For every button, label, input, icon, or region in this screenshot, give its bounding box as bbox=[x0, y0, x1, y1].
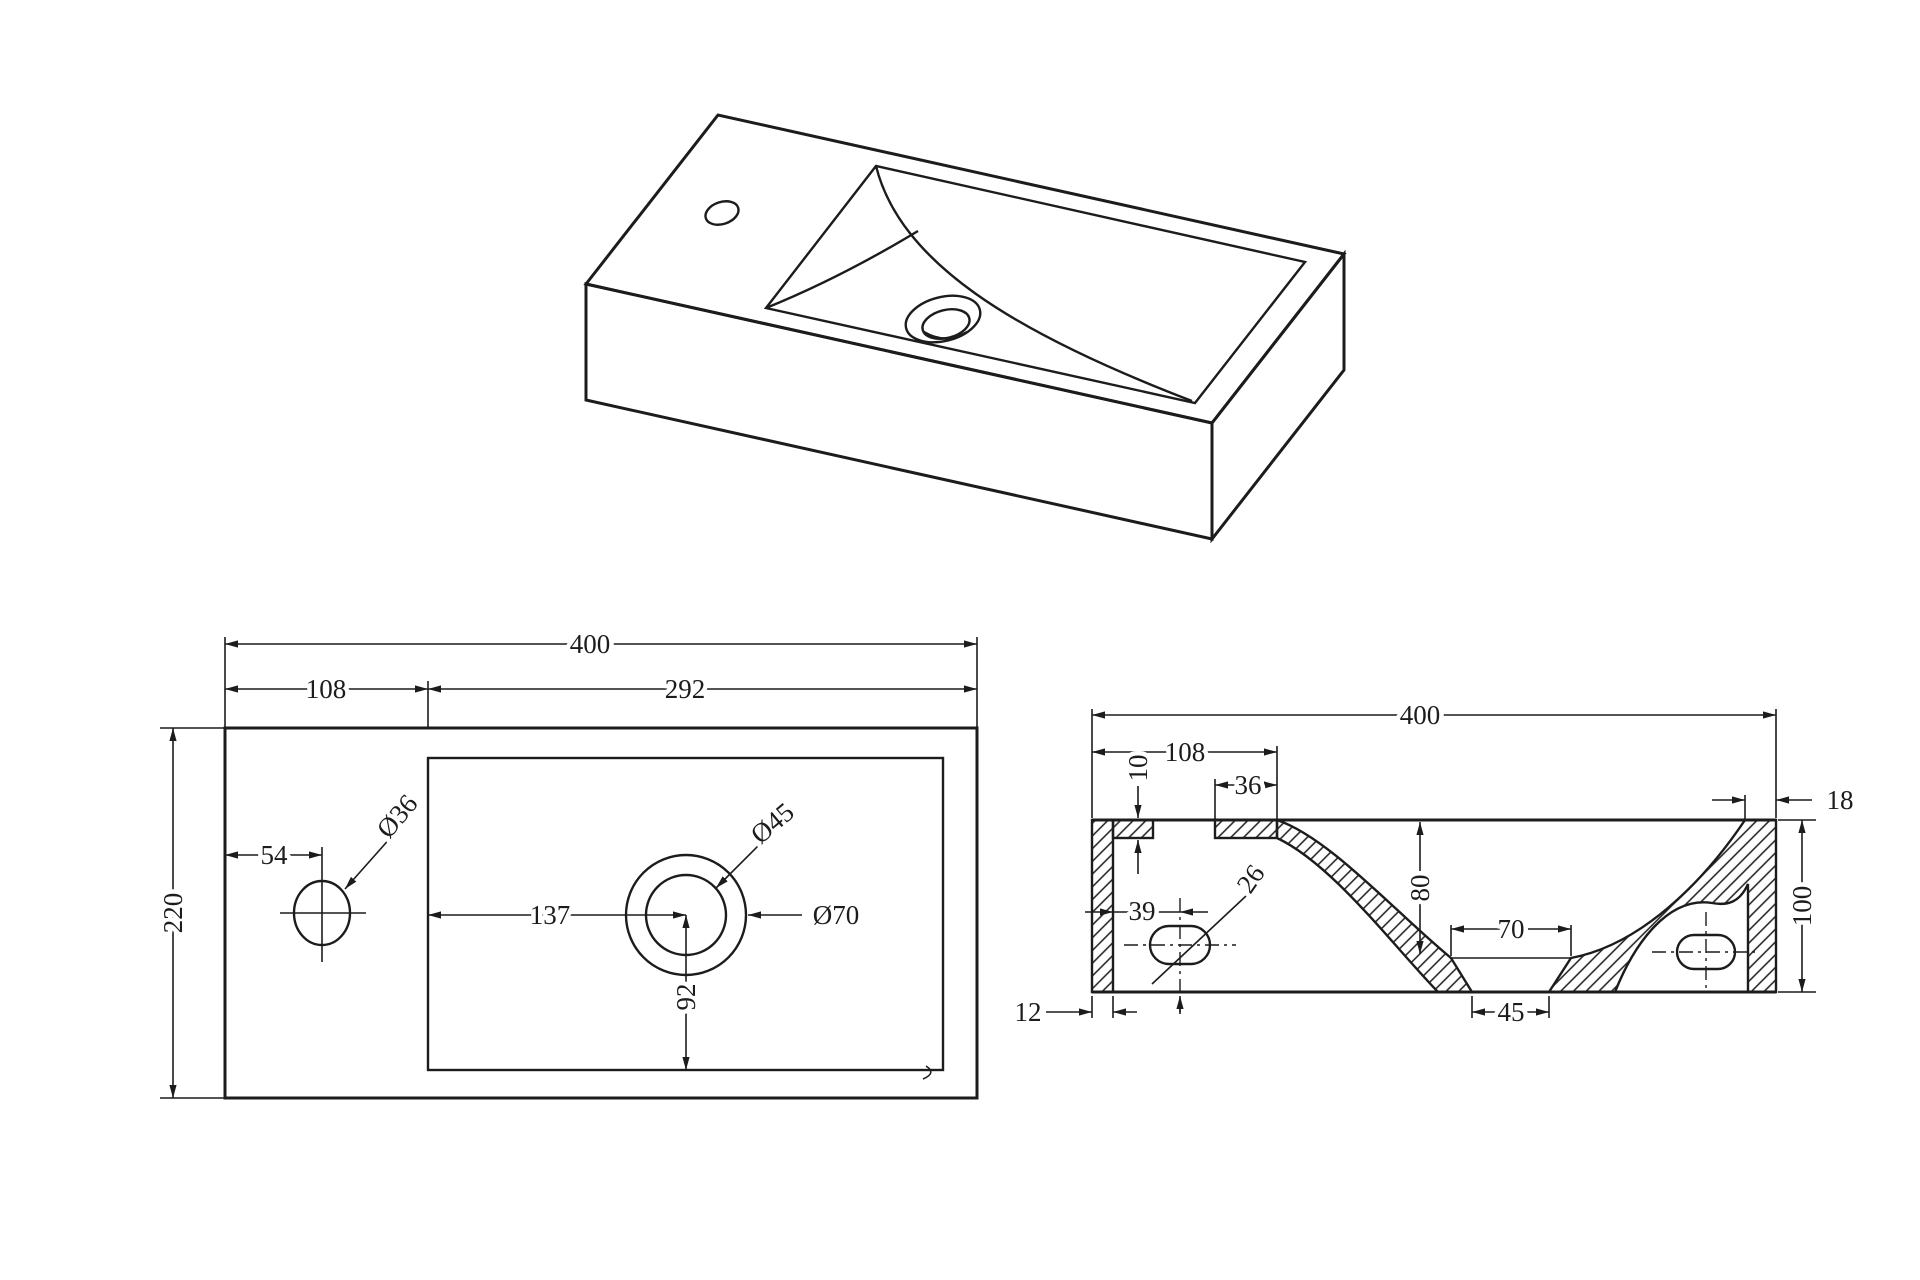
iso-basin-curve bbox=[874, 165, 1193, 403]
section-basin-shell-left bbox=[1275, 818, 1475, 994]
section-dim-overall-height: 100 bbox=[1787, 886, 1817, 927]
plan-dim-faucet-hole-dia: Ø36 bbox=[371, 789, 424, 844]
plan-dim-drain-offset-y: 92 bbox=[671, 984, 701, 1011]
corner-fillet-mark bbox=[922, 1065, 932, 1080]
plan-leader-drain-inner bbox=[715, 839, 765, 889]
section-dim-basin-depth: 80 bbox=[1405, 875, 1435, 902]
plan-outer-outline bbox=[223, 726, 979, 1100]
iso-right-face bbox=[1210, 249, 1346, 544]
plan-dim-drain-outer-dia: Ø70 bbox=[813, 900, 860, 930]
section-dim-right-wall: 18 bbox=[1827, 785, 1854, 815]
section-dim-slot-offset: 39 bbox=[1129, 896, 1156, 926]
section-dim-drain-bottom: 45 bbox=[1498, 997, 1525, 1027]
plan-dim-overall-width: 400 bbox=[570, 629, 611, 659]
plan-leader-faucet-dia bbox=[344, 835, 393, 890]
isometric-view bbox=[583, 113, 1347, 544]
iso-drain-outer bbox=[904, 294, 982, 344]
section-view: 400 108 10 36 18 100 80 70 bbox=[1010, 696, 1858, 1032]
section-deck-left bbox=[1111, 818, 1155, 840]
plan-dim-drain-offset-x: 137 bbox=[530, 900, 571, 930]
section-dim-overall-width: 400 bbox=[1400, 700, 1441, 730]
section-dim-slot-height: 26 bbox=[1231, 859, 1271, 898]
plan-dim-faucet-offset: 54 bbox=[261, 840, 289, 870]
section-dim-rim-offset: 36 bbox=[1235, 770, 1262, 800]
section-dim-drain-top: 70 bbox=[1498, 914, 1525, 944]
plan-dim-drain-inner-dia: Ø45 bbox=[745, 797, 800, 850]
section-basin-shell-right bbox=[1546, 818, 1778, 994]
section-leader-slot bbox=[1151, 895, 1247, 985]
section-deck-right bbox=[1213, 818, 1279, 840]
plan-view: 400 108 292 220 54 Ø36 137 92 Ø45 Ø70 bbox=[154, 625, 979, 1100]
section-dim-left-wall: 12 bbox=[1015, 997, 1042, 1027]
iso-basin-rim bbox=[763, 164, 1308, 405]
plan-dim-overall-depth: 220 bbox=[158, 893, 188, 934]
plan-dim-right-section: 292 bbox=[665, 674, 706, 704]
section-left-wall bbox=[1090, 818, 1115, 994]
iso-front-face bbox=[584, 282, 1214, 541]
iso-basin-left-wall-edge bbox=[765, 229, 919, 310]
section-dim-deck-thickness: 10 bbox=[1123, 755, 1153, 782]
plan-dim-left-section: 108 bbox=[306, 674, 347, 704]
iso-top-face bbox=[583, 113, 1347, 425]
iso-drain-depth-arc bbox=[923, 330, 968, 340]
section-dim-deck-width: 108 bbox=[1165, 737, 1206, 767]
iso-faucet-hole bbox=[704, 200, 740, 226]
